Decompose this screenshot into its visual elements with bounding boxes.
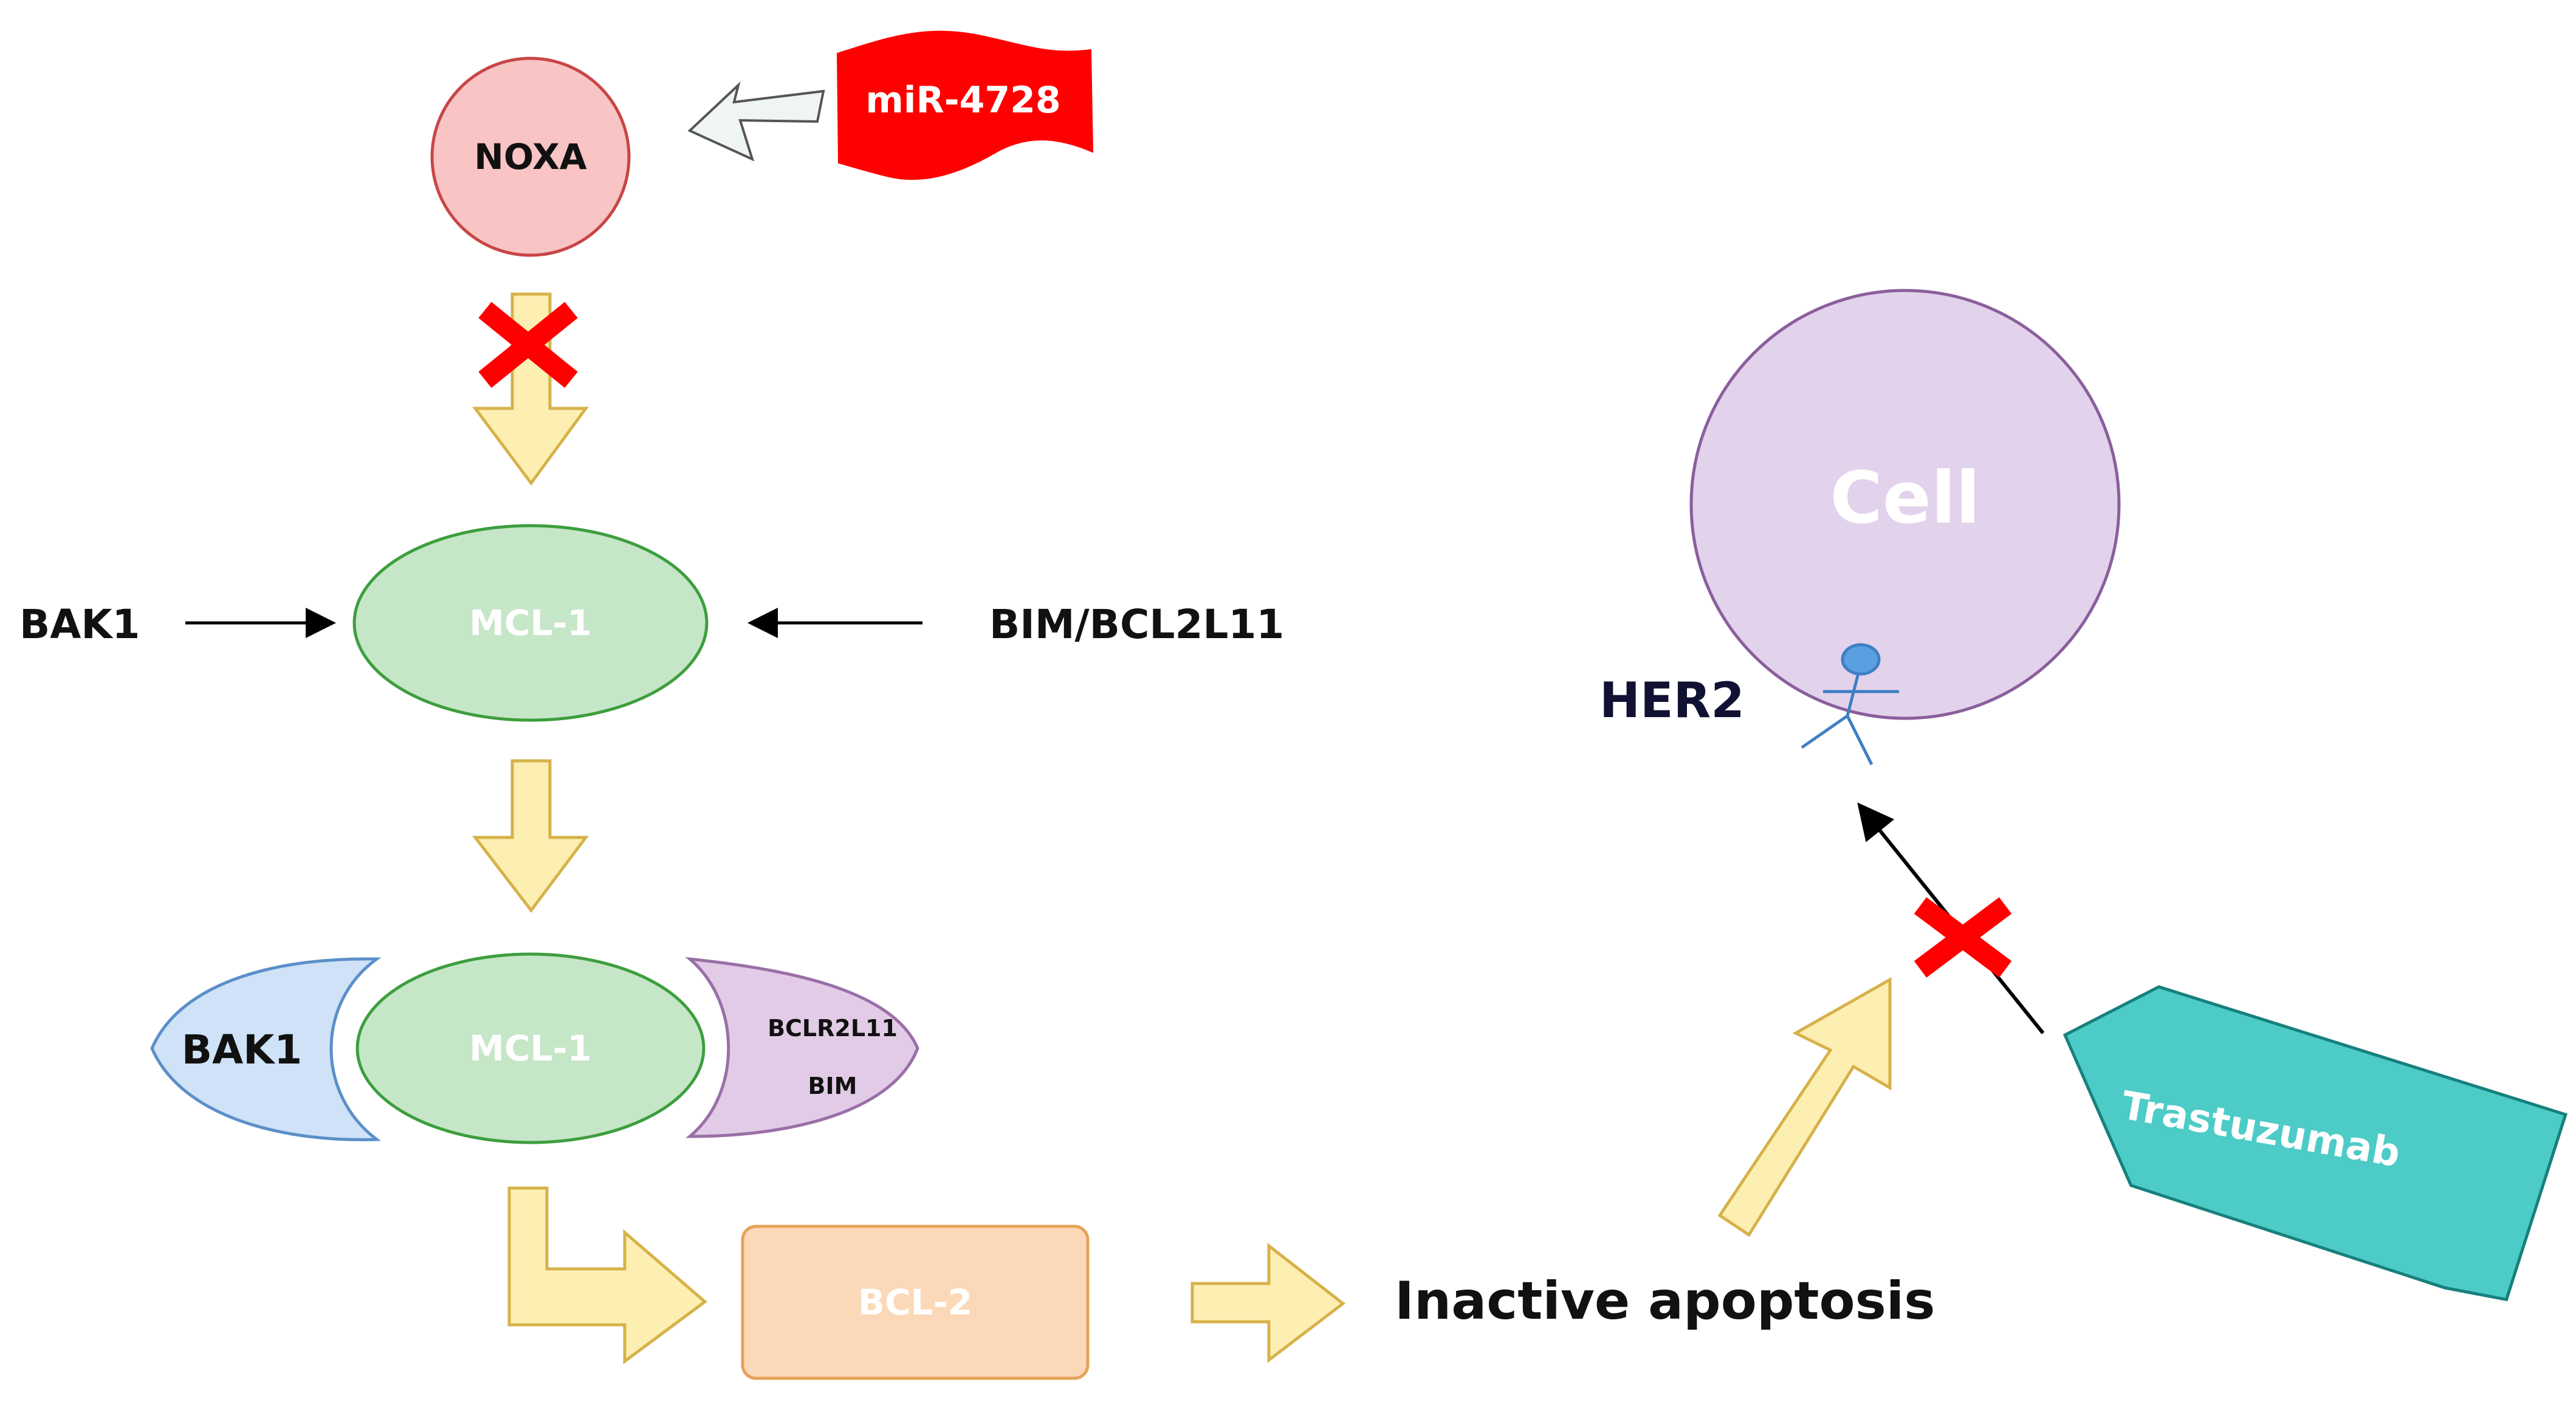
- bclr2l11-label: BCLR2L11: [768, 1015, 898, 1042]
- cell-label: Cell: [1830, 456, 1980, 540]
- inactive-apoptosis-label: Inactive apoptosis: [1395, 1271, 1935, 1332]
- noxa-to-mcl1-arrow: [472, 292, 589, 486]
- noxa-node: NOXA: [430, 57, 631, 257]
- mcl1-label: MCL-1: [469, 602, 592, 644]
- bcl2-label: BCL-2: [858, 1282, 972, 1323]
- mir-to-noxa-outline-arrow: [687, 81, 825, 162]
- apoptosis-to-her2-arrow: [1717, 977, 1892, 1237]
- bak1-complex-node: BAK1: [150, 957, 382, 1141]
- bim-label: BIM: [808, 1073, 857, 1099]
- bak1-complex-label: BAK1: [182, 1026, 302, 1073]
- bcl2-to-apoptosis-arrow: [1190, 1242, 1346, 1364]
- x-mark-icon: [478, 301, 578, 388]
- bcl2-node: BCL-2: [741, 1225, 1090, 1380]
- bim-bcl2l11-label: BIM/BCL2L11: [989, 601, 1284, 648]
- noxa-label: NOXA: [474, 136, 586, 177]
- mcl1-to-complex-arrow: [472, 759, 589, 913]
- cell-node: Cell: [1689, 289, 2121, 720]
- mcl1-complex-node: MCL-1: [355, 952, 706, 1144]
- bak1-label: BAK1: [19, 601, 140, 648]
- mir-4728-label: miR-4728: [865, 79, 1060, 122]
- trastuzumab-node: Trastuzumab: [2063, 985, 2568, 1302]
- stick-figure-receptor-icon: [1801, 643, 1899, 766]
- x-mark-icon: [1914, 897, 2012, 978]
- mcl1-complex-label: MCL-1: [469, 1028, 592, 1069]
- mir-4728-node: miR-4728: [836, 30, 1094, 180]
- mcl1-node: MCL-1: [352, 524, 709, 722]
- complex-to-bcl2-arrow: [507, 1186, 707, 1364]
- her2-label: HER2: [1599, 672, 1745, 729]
- bim-complex-node: BCLR2L11 BIM: [685, 957, 919, 1138]
